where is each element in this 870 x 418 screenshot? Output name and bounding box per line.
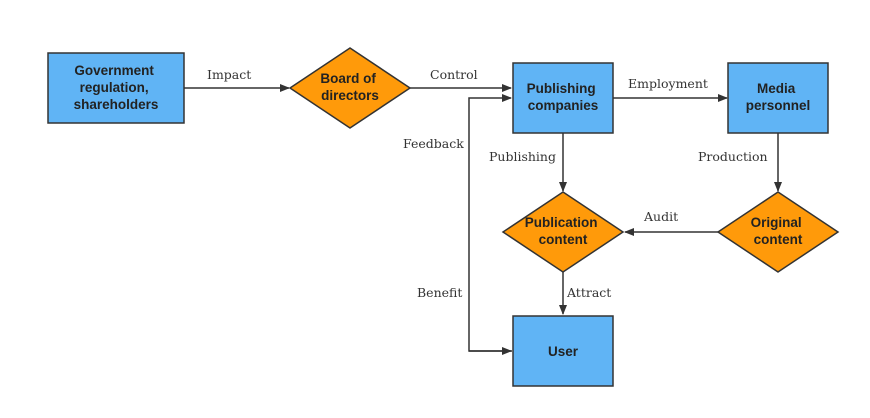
board-label-line-2: directors xyxy=(321,88,379,103)
media-label-line-1: Media xyxy=(757,81,796,96)
publication-label: Publication content xyxy=(525,215,602,247)
edge-benefit xyxy=(468,94,512,352)
edge-label-employment: Employment xyxy=(628,76,708,91)
edge-label-attract: Attract xyxy=(566,285,611,300)
publishing-label-line-1: Publishing xyxy=(527,81,596,96)
publishing-label-line-2: companies xyxy=(528,98,599,113)
publication-diamond xyxy=(501,191,625,273)
original-label: Original content xyxy=(751,215,806,247)
user-label-line-1: User xyxy=(548,344,579,359)
original-diamond xyxy=(716,191,840,273)
board-diamond xyxy=(288,47,412,129)
node-publication: Publication content xyxy=(501,191,625,273)
edge-label-audit: Audit xyxy=(643,209,678,224)
publishing-label: Publishing companies xyxy=(527,81,600,113)
media-label: Media personnel xyxy=(746,81,811,113)
publication-label-line-1: Publication xyxy=(525,215,598,230)
media-label-line-2: personnel xyxy=(746,98,811,113)
publishing-box xyxy=(512,62,614,134)
edge-label-feedback: Feedback xyxy=(403,136,464,151)
original-label-line-2: content xyxy=(754,232,803,247)
node-board: Board of directors xyxy=(288,47,412,129)
edge-label-publishing: Publishing xyxy=(489,149,556,164)
government-label-line-2: regulation, xyxy=(80,80,149,95)
board-label-line-1: Board of xyxy=(320,71,376,86)
user-label: User xyxy=(548,344,579,359)
edge-label-benefit: Benefit xyxy=(417,285,462,300)
edge-label-impact: Impact xyxy=(207,67,251,82)
government-label: Government regulation, shareholders xyxy=(74,63,159,112)
node-government: Government regulation, shareholders xyxy=(47,52,185,124)
edges xyxy=(184,84,782,355)
board-label: Board of directors xyxy=(320,71,379,103)
government-label-line-1: Government xyxy=(74,63,154,78)
user-box xyxy=(512,315,614,387)
government-label-line-3: shareholders xyxy=(74,97,159,112)
edge-label-production: Production xyxy=(698,149,768,164)
node-user: User xyxy=(512,315,614,387)
node-media: Media personnel xyxy=(727,62,829,134)
media-box xyxy=(727,62,829,134)
government-box xyxy=(47,52,185,124)
original-label-line-1: Original xyxy=(751,215,802,230)
node-publishing: Publishing companies xyxy=(512,62,614,134)
node-original: Original content xyxy=(716,191,840,273)
publication-label-line-2: content xyxy=(539,232,588,247)
edge-labels: Impact Control Employment Feedback Publi… xyxy=(207,67,768,300)
edge-label-control: Control xyxy=(430,67,478,82)
